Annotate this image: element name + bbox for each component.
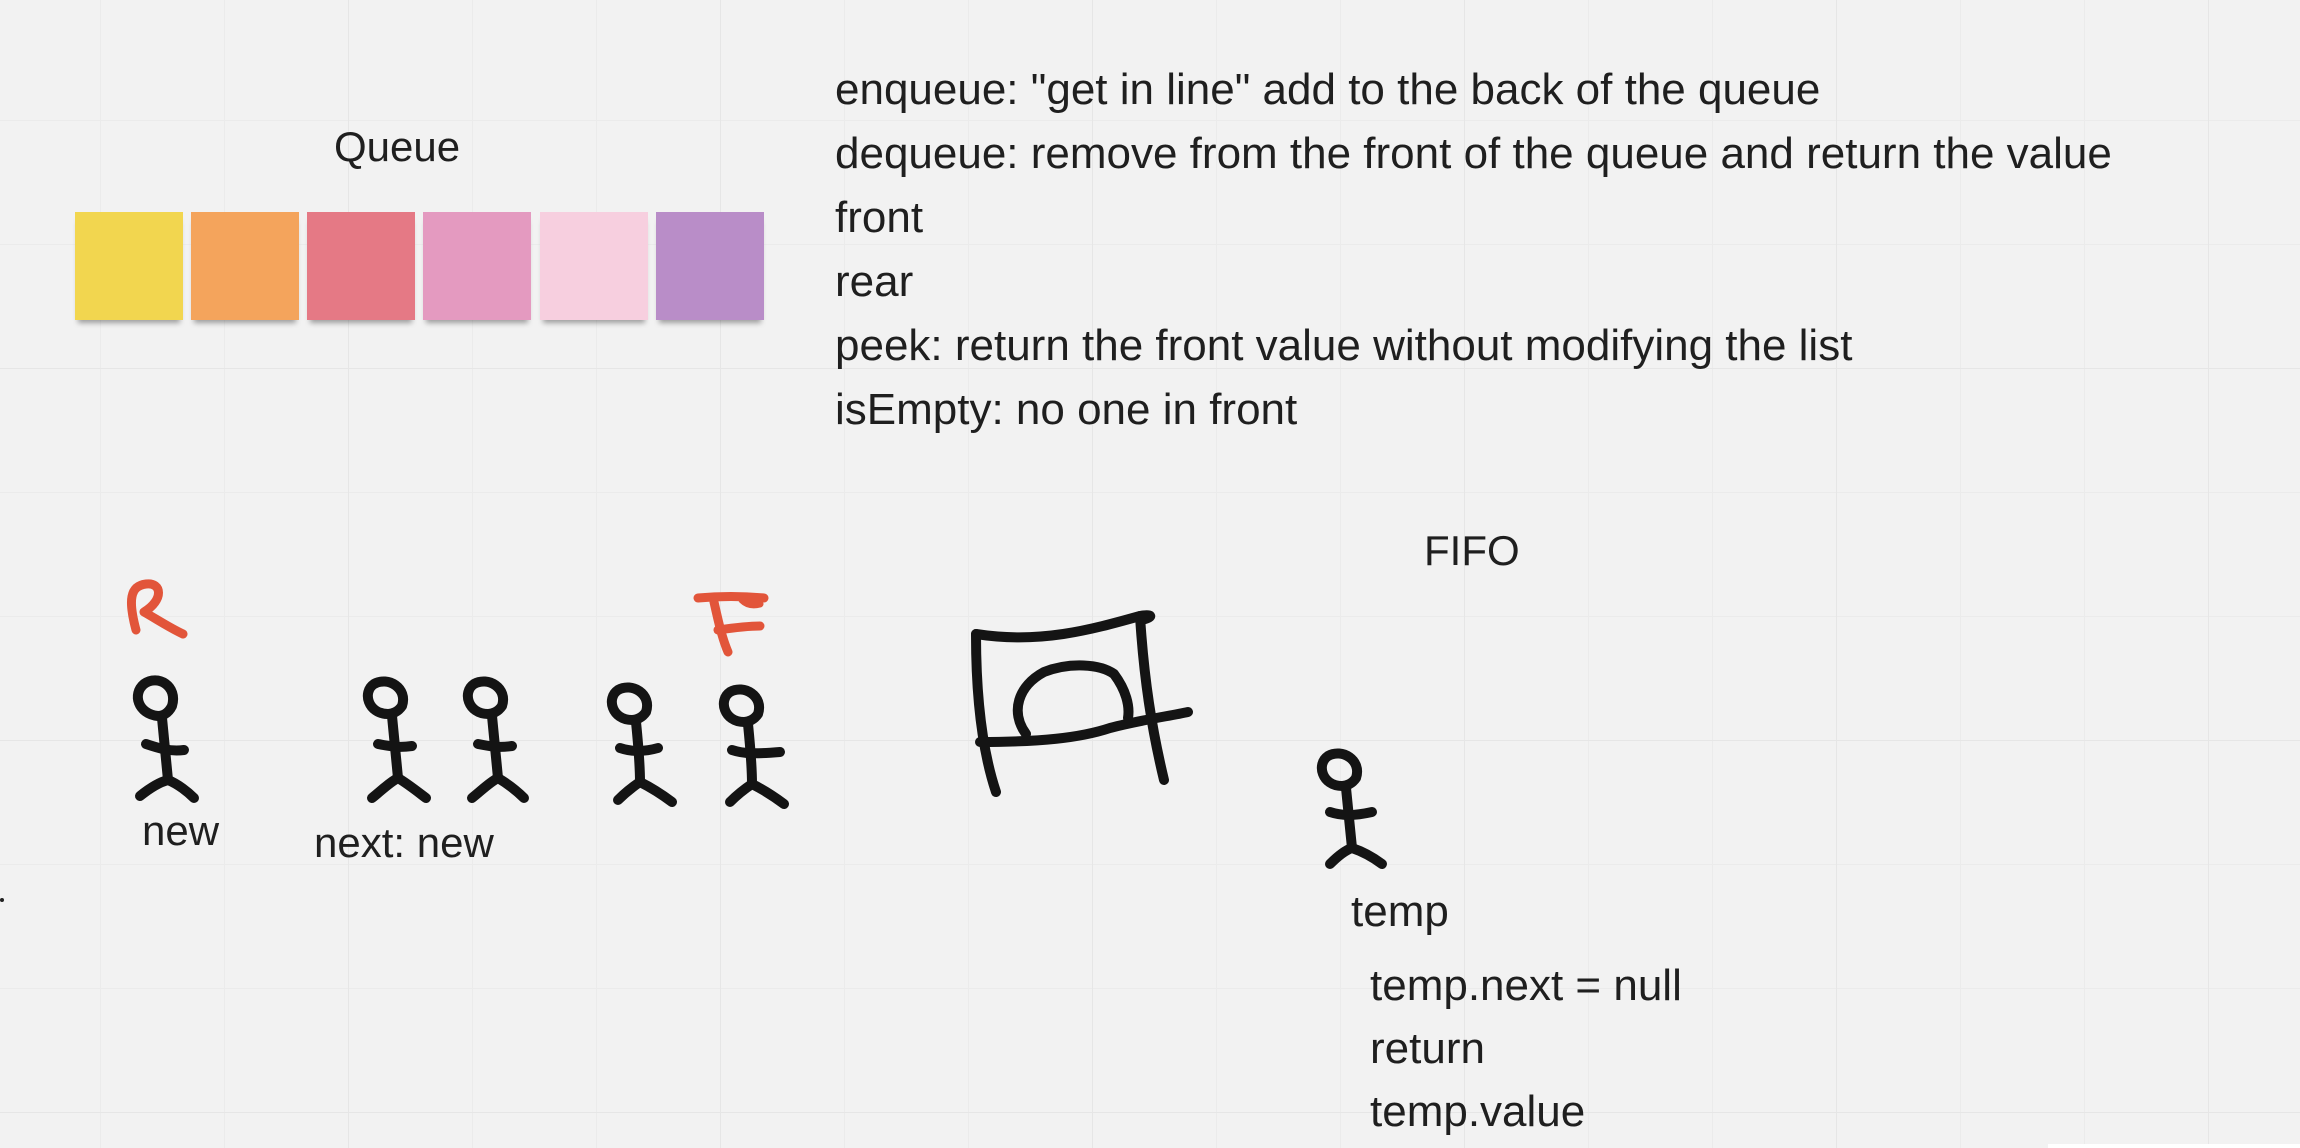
sticky-note-light-pink[interactable] (540, 212, 648, 320)
front-marker-icon[interactable] (693, 592, 769, 657)
code-line-2: return (1370, 1024, 1485, 1073)
sticky-note-orange[interactable] (191, 212, 299, 320)
temp-code-text[interactable]: temp.next = null return temp.value (1370, 958, 1682, 1147)
op-dequeue: dequeue: remove from the front of the qu… (835, 129, 2112, 178)
op-front: front (835, 193, 924, 242)
stick-figure-front[interactable] (718, 684, 789, 809)
op-peek: peek: return the front value without mod… (835, 321, 1853, 370)
sticky-note-yellow[interactable] (75, 212, 183, 320)
label-next-new[interactable]: next: new (314, 819, 494, 866)
edge-dot (0, 898, 4, 902)
stick-figure-2[interactable] (362, 676, 431, 803)
op-enqueue: enqueue: "get in line" add to the back o… (835, 65, 1821, 114)
queue-title[interactable]: Queue (334, 123, 461, 170)
fifo-label[interactable]: FIFO (1424, 527, 1520, 574)
code-line-3: temp.value (1370, 1087, 1586, 1136)
sticky-note-pink[interactable] (423, 212, 531, 320)
bottom-edge-strip (2048, 1144, 2300, 1148)
label-new[interactable]: new (142, 807, 220, 854)
sticky-note-red[interactable] (307, 212, 415, 320)
label-temp[interactable]: temp (1351, 887, 1449, 936)
sticky-note-purple[interactable] (656, 212, 764, 320)
stick-figure-temp[interactable] (1316, 748, 1387, 869)
stick-figure-new[interactable] (132, 675, 199, 803)
stick-figure-4[interactable] (606, 682, 677, 807)
op-rear: rear (835, 257, 914, 306)
code-line-1: temp.next = null (1370, 961, 1682, 1010)
op-isempty: isEmpty: no one in front (835, 385, 1298, 434)
rear-marker-icon[interactable] (126, 579, 188, 639)
doodle-sketch[interactable] (971, 610, 1193, 797)
queue-operations-text[interactable]: enqueue: "get in line" add to the back o… (835, 62, 2112, 446)
stick-figure-3[interactable] (462, 676, 529, 803)
